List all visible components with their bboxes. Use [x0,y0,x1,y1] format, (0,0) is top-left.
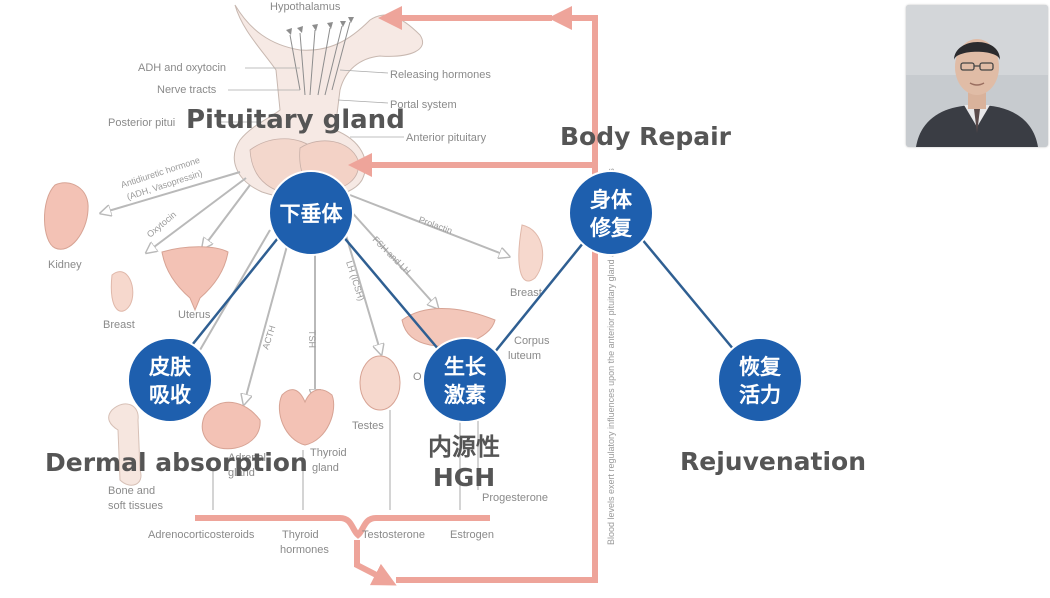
label-prolactin: Prolactin [417,214,453,235]
label-posterior-pituitary: Posterior pitui [108,117,175,129]
label-anterior-pituitary: Anterior pituitary [406,132,487,144]
node-body-repair: 身体 修复 [568,170,654,256]
label-adrenocorticosteroids: Adrenocorticosteroids [148,529,255,541]
label-thyroid-hormones-2: hormones [280,544,329,556]
label-corpus: Corpus [514,335,550,347]
leader-lines [218,67,404,138]
node-repair-line1: 身体 [590,188,633,212]
heading-rejuvenation: Rejuvenation [680,447,866,476]
hormone-bracket [195,515,490,586]
bone-shape [108,403,142,486]
headings: Pituitary gland Body Repair Dermal absor… [45,105,866,492]
label-testosterone: Testosterone [362,529,425,541]
label-bone-1: Bone and [108,485,155,497]
node-pituitary-text: 下垂体 [280,202,344,226]
target-organs [44,182,544,486]
anatomy-labels: Hypothalamus ADH and oxytocin Nerve trac… [48,1,616,556]
heading-dermal-absorption: Dermal absorption [45,448,308,477]
uterus-shape [161,246,229,312]
heading-hgh: HGH [433,463,495,492]
label-adrenal-1: Adrenal [228,452,266,464]
thyroid-shape [278,389,335,446]
label-vertical-caption: Blood levels exert regulatory influences… [606,168,616,545]
label-nerve-tracts: Nerve tracts [157,84,217,96]
label-breast-right: Breast [510,287,542,299]
heading-pituitary-gland: Pituitary gland [186,105,405,135]
label-fsh-lh: FSH and LH [371,234,413,276]
label-progesterone: Progesterone [482,492,548,504]
kidney-shape [44,182,89,250]
heading-endogenous: 内源性 [428,433,500,461]
presenter-video[interactable] [906,5,1048,147]
edge-repair-rejuv [635,231,745,363]
label-acth: ACTH [260,324,277,350]
label-releasing-hormones: Releasing hormones [390,69,491,81]
label-kidney: Kidney [48,259,82,271]
hormone-arrows [105,171,505,410]
label-uterus: Uterus [178,309,211,321]
label-ovary: O [413,371,422,383]
node-growth-line2: 激素 [444,383,486,407]
ovary-shape [401,308,496,347]
heading-body-repair: Body Repair [560,122,732,151]
node-rejuvenation: 恢复 活力 [717,337,803,423]
label-portal-system: Portal system [390,99,457,111]
presenter-avatar [906,5,1048,147]
hormone-drop-lines [212,410,479,510]
adrenal-shape [201,401,261,450]
node-skin-absorption: 皮肤 吸收 [127,337,213,423]
label-oxytocin: Oxytocin [145,209,178,239]
breast-left-shape [110,271,134,312]
node-repair-line2: 修复 [589,216,633,240]
label-luteum: luteum [508,350,541,362]
label-thyroid-gland-1: Thyroid [310,447,347,459]
label-bone-2: soft tissues [108,500,164,512]
label-hypothalamus: Hypothalamus [270,1,341,13]
label-tsh: TSH [307,330,317,348]
node-skin-line1: 皮肤 [149,355,192,379]
breast-right-shape [518,224,544,282]
label-thyroid-gland-2: gland [312,462,339,474]
label-adrenal-2: gland [228,467,255,479]
node-pituitary: 下垂体 [268,170,354,256]
edge-growth-repair [489,231,593,359]
label-estrogen: Estrogen [450,529,494,541]
label-breast-left: Breast [103,319,135,331]
label-testes: Testes [352,420,384,432]
edge-pituitary-growth [335,227,451,364]
node-growth-hormone: 生长 激素 [422,337,508,423]
node-rejuv-line1: 恢复 [739,355,782,379]
pituitary-illustration [233,4,423,200]
label-lh-icsh: LH (ICSH) [344,260,366,303]
node-rejuv-line2: 活力 [739,383,781,407]
testes-shape [359,355,401,411]
label-adh-oxytocin: ADH and oxytocin [138,62,226,74]
node-growth-line1: 生长 [444,355,487,379]
label-thyroid-hormones-1: Thyroid [282,529,319,541]
feedback-loop [348,5,598,583]
node-skin-line2: 吸收 [149,383,191,407]
